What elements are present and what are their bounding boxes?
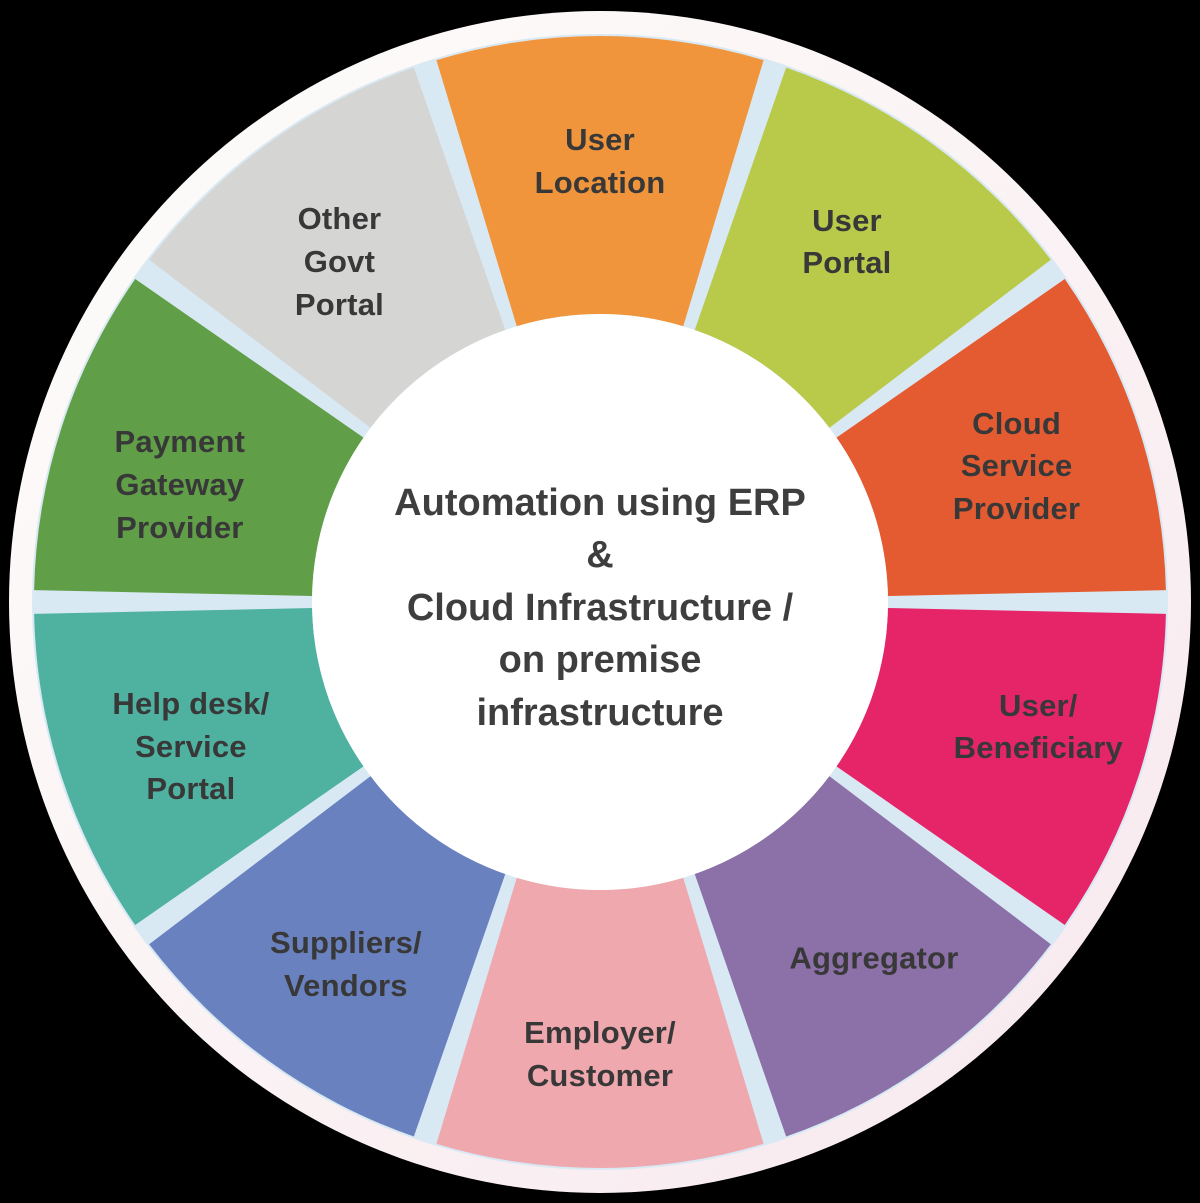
segment-label-payment-gateway-provider: Payment Gateway Provider xyxy=(114,424,246,545)
center-text: Automation using ERP & Cloud Infrastruct… xyxy=(394,481,806,734)
segment-label-suppliers-vendors: Suppliers/ Vendors xyxy=(269,925,422,1003)
segment-label-user-beneficiary: User/ Beneficiary xyxy=(953,687,1123,766)
segment-label-aggregator: Aggregator xyxy=(789,940,959,976)
segment-user-location xyxy=(436,36,764,327)
segment-help-desk-service-portal xyxy=(34,608,364,926)
segment-employer-customer xyxy=(436,877,764,1168)
segment-label-user-location: User Location xyxy=(534,122,666,200)
segment-user-portal xyxy=(694,67,1051,428)
segment-label-cloud-service-provider: Cloud Service Provider xyxy=(952,405,1081,527)
segment-label-user-portal: User Portal xyxy=(802,202,892,281)
segment-label-help-desk-service-portal: Help desk/ Service Portal xyxy=(112,685,270,807)
segment-label-other-govt-portal: Other Govt Portal xyxy=(294,201,384,322)
segment-payment-gateway-provider xyxy=(34,278,364,596)
center-circle xyxy=(312,314,888,890)
segment-label-employer-customer: Employer/ Customer xyxy=(524,1015,676,1093)
segment-suppliers-vendors xyxy=(149,776,506,1137)
segment-cloud-service-provider xyxy=(836,278,1166,596)
segment-aggregator xyxy=(694,776,1051,1137)
segment-user-beneficiary xyxy=(836,608,1166,926)
segment-other-govt-portal xyxy=(149,67,506,428)
